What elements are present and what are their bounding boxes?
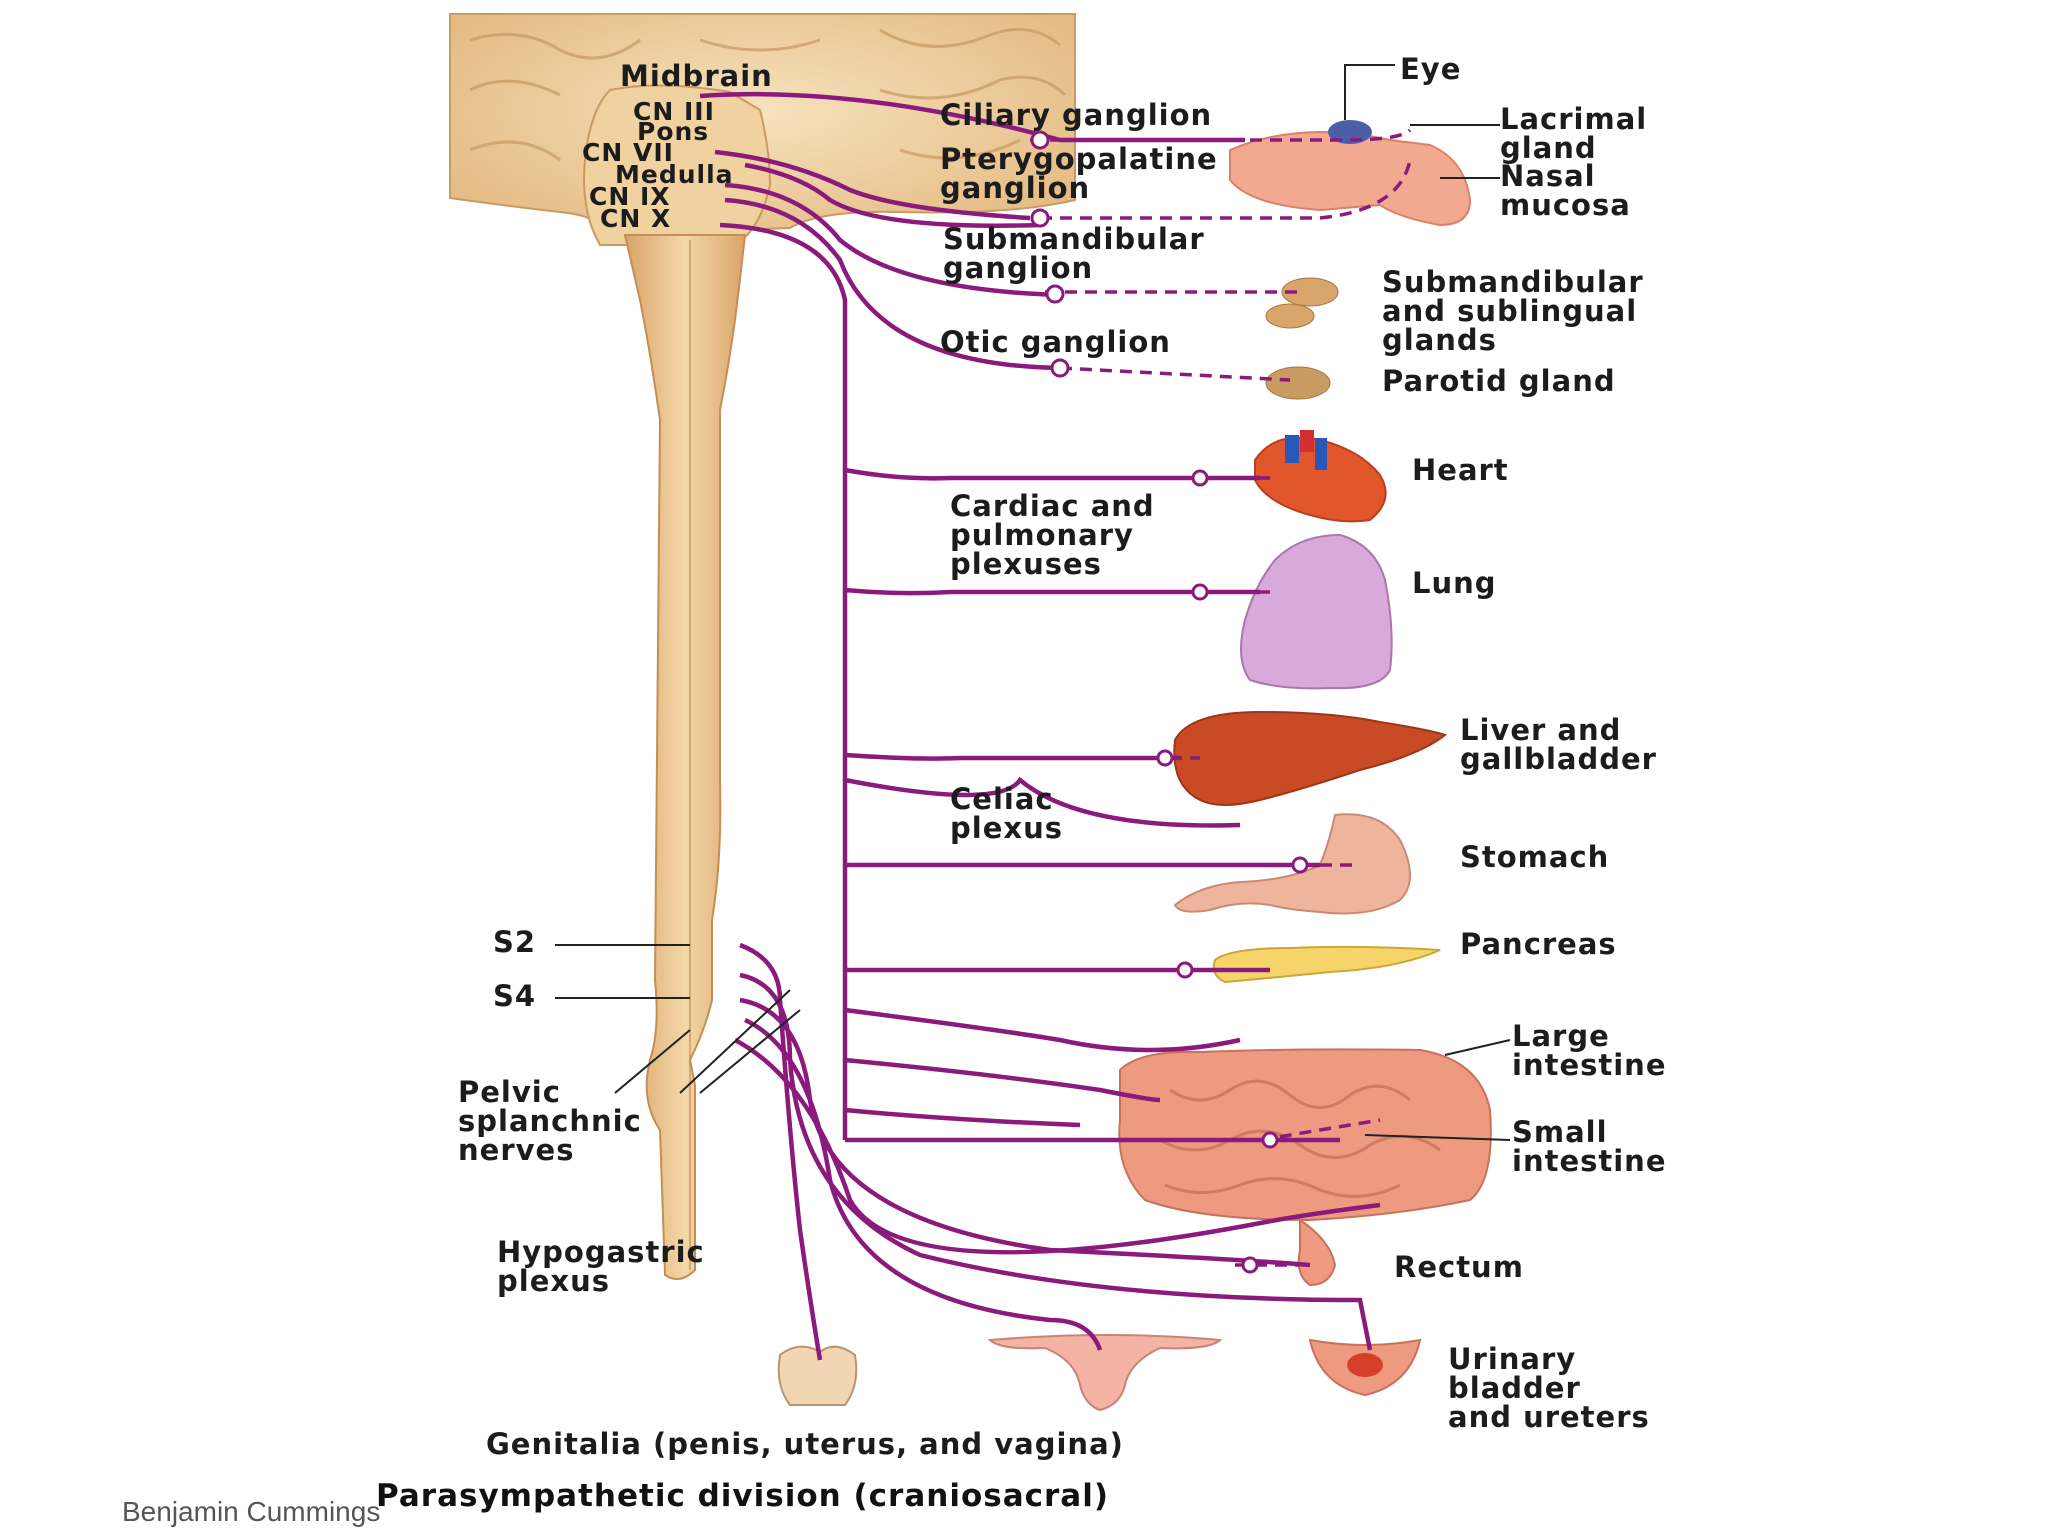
s2-label: S2 [493,925,537,959]
cn3-label: CN III [633,97,715,126]
heart-label: Heart [1412,453,1509,487]
small-intestine-label: Small intestine [1512,1115,1667,1178]
liver-gallbladder-label: Liver and gallbladder [1460,713,1657,776]
urinary-bladder-label: Urinary bladder and ureters [1448,1342,1650,1434]
salivary-gland-illustration [1265,277,1339,329]
spinal-cord-illustration [623,234,747,1280]
pterygopalatine-ganglion-label: Pterygopalatine ganglion [940,142,1218,205]
uterus-illustration [987,1333,1223,1412]
bladder-illustration [1308,1338,1422,1397]
stomach-illustration [1173,813,1411,915]
pancreas-illustration [1212,945,1441,984]
lacrimal-gland-label: Lacrimal gland [1500,102,1648,165]
cn7-label: CN VII [582,138,674,167]
parotid-gland-illustration [1265,366,1331,400]
lung-illustration [1240,533,1393,690]
midbrain-label: Midbrain [620,59,773,93]
brainstem-illustration [583,84,772,246]
eye-label: Eye [1400,52,1462,86]
postganglionic-fibers [1030,128,1412,1267]
pons-label: Pons [637,117,710,146]
genitalia-label: Genitalia (penis, uterus, and vagina) [486,1427,1124,1461]
parotid-gland-label: Parotid gland [1382,364,1616,398]
ciliary-ganglion-label: Ciliary ganglion [940,98,1213,132]
submandibular-ganglion-label: Submandibular ganglion [943,222,1205,285]
eye-illustration [1229,120,1472,227]
medulla-label: Medulla [615,160,734,189]
pancreas-label: Pancreas [1460,927,1617,961]
s4-label: S4 [493,979,537,1013]
ganglion-markers [1030,130,1309,1274]
intestine-illustration [1118,1048,1492,1287]
lung-label: Lung [1412,566,1497,600]
label-leaders [555,64,1511,1141]
stomach-label: Stomach [1460,840,1610,874]
liver-illustration [1173,710,1448,806]
heart-illustration [1254,430,1387,523]
figure-caption: Parasympathetic division (craniosacral) [376,1478,1109,1514]
image-credit: Benjamin Cummings [122,1496,381,1527]
cn9-label: CN IX [589,182,671,211]
otic-ganglion-label: Otic ganglion [940,325,1171,359]
cardiac-plexus-label: Cardiac and pulmonary plexuses [950,489,1155,581]
genitalia-illustration [777,1345,858,1406]
cn10-label: CN X [600,204,672,233]
pelvic-splanchnic-label: Pelvic splanchnic nerves [458,1075,642,1167]
nasal-mucosa-label: Nasal mucosa [1500,159,1631,222]
celiac-plexus-label: Celiac plexus [950,782,1063,845]
large-intestine-label: Large intestine [1512,1019,1667,1082]
rectum-label: Rectum [1394,1250,1524,1284]
salivary-glands-label: Submandibular and sublingual glands [1382,265,1644,357]
brain-folds [469,27,1067,162]
hypogastric-label: Hypogastric plexus [497,1235,705,1298]
